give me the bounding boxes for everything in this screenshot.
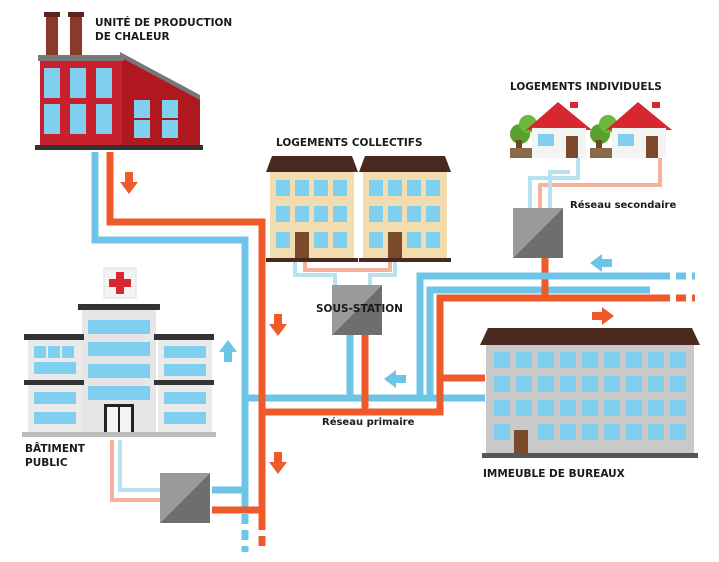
office-window <box>670 376 686 392</box>
office-window <box>626 376 642 392</box>
house-right <box>590 102 672 158</box>
arrow-orange-icon <box>592 307 614 325</box>
office-window <box>494 400 510 416</box>
office-window <box>538 352 554 368</box>
office-window <box>582 376 598 392</box>
office-window <box>670 400 686 416</box>
pipes <box>91 152 695 552</box>
office-window <box>626 424 642 440</box>
arrow-orange-icon <box>269 452 287 474</box>
office-window <box>538 400 554 416</box>
office-window <box>604 352 620 368</box>
office-window <box>670 352 686 368</box>
return-pipe-right <box>416 272 660 398</box>
office-window <box>538 376 554 392</box>
office-window <box>648 352 664 368</box>
office-window <box>560 424 576 440</box>
office-window <box>648 424 664 440</box>
production-unit <box>35 12 203 150</box>
office-window <box>582 400 598 416</box>
office-window <box>604 376 620 392</box>
office-window <box>626 352 642 368</box>
office-window <box>494 352 510 368</box>
primary-network-label: Réseau primaire <box>322 417 415 428</box>
individual-housing-label: LOGEMENTS INDIVIDUELS <box>510 81 662 93</box>
office-window <box>516 352 532 368</box>
arrow-orange-icon <box>120 172 138 194</box>
office-window <box>538 424 554 440</box>
arrow-orange-icon <box>269 314 287 336</box>
office-windows <box>494 352 686 440</box>
office-window <box>494 376 510 392</box>
apartment-building-left <box>266 156 358 262</box>
flow-arrows <box>120 172 614 474</box>
collective-housing <box>266 156 451 262</box>
secondary-pipes <box>110 158 662 502</box>
medical-cross-icon <box>109 272 131 294</box>
office-building-label: IMMEUBLE DE BUREAUX <box>483 468 625 480</box>
office-building <box>480 328 700 458</box>
office-window <box>560 400 576 416</box>
substation-label: SOUS-STATION <box>316 303 403 315</box>
collective-housing-label: LOGEMENTS COLLECTIFS <box>276 137 423 149</box>
arrow-blue-icon <box>384 370 406 388</box>
substation-collective <box>332 285 382 335</box>
substation-public <box>160 473 210 523</box>
office-window <box>582 352 598 368</box>
office-window <box>494 424 510 440</box>
house-left <box>510 102 592 158</box>
office-window <box>582 424 598 440</box>
office-window <box>648 376 664 392</box>
office-window <box>670 424 686 440</box>
apartment-building-right <box>359 156 451 262</box>
office-window <box>516 400 532 416</box>
office-window <box>516 376 532 392</box>
office-window <box>560 376 576 392</box>
office-window <box>648 400 664 416</box>
secondary-network-label: Réseau secondaire <box>570 200 677 211</box>
office-window <box>560 352 576 368</box>
office-window <box>626 400 642 416</box>
primary-supply-pipe <box>106 152 660 520</box>
individual-houses <box>510 102 672 158</box>
pipe-continuation-dashes <box>241 272 695 552</box>
production-unit-label: UNITÉ DE PRODUCTION DE CHALEUR <box>95 17 233 43</box>
public-building <box>22 267 216 437</box>
substation-secondary <box>513 208 563 258</box>
public-building-label: BÂTIMENT PUBLIC <box>25 443 85 469</box>
arrow-blue-icon <box>590 254 612 272</box>
office-window <box>604 400 620 416</box>
arrow-blue-icon <box>219 340 237 362</box>
office-window <box>604 424 620 440</box>
